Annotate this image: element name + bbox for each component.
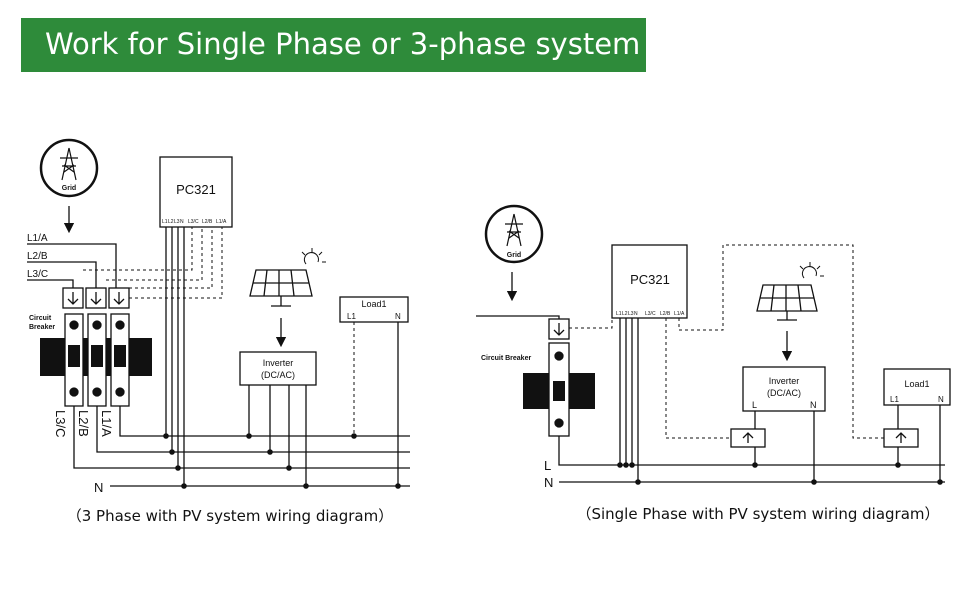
line-label: L2/B [27,251,48,262]
pc321-label: PC321 [176,182,216,197]
line-label: L1/A [27,233,48,244]
bus-label: N [544,475,553,490]
breaker-label: Breaker [29,324,55,331]
solar-panel-icon [249,269,313,307]
terminal-label: L3 [628,311,634,317]
terminal-label: L1 [616,311,622,317]
breaker-output-label: L2/B [76,410,91,437]
line-label: L3/C [27,269,48,280]
load-label: Load1 [904,379,929,389]
ct-clamp-icon [548,318,570,340]
neutral-label: N [94,480,103,495]
load-terminal-label: L1 [890,395,899,404]
terminal-label: L1 [162,219,168,225]
ct-clamp-icon [62,287,130,309]
terminal-label: L1/A [674,311,685,317]
terminal-label: L1/A [216,219,227,225]
terminal-label: L3/C [188,219,199,225]
inverter-terminal-label: L [752,400,757,410]
circuit-breaker [40,313,152,407]
inverter-label: (DC/AC) [767,388,801,398]
terminal-label: N [180,219,184,225]
circuit-breaker [523,342,595,437]
terminal-label: L2/B [660,311,671,317]
left-caption: （3 Phase with PV system wiring diagram） [67,507,393,525]
three-phase-labels: Grid PC321 L1 L2 L3 N L3/C L2/B L1/A L1/… [27,182,401,525]
ct-clamp-icon [730,428,766,448]
pc321-device [159,156,233,228]
inverter-box [239,351,317,386]
breaker-label: Circuit [29,315,52,322]
inverter-label: (DC/AC) [261,370,295,380]
grid-tower-icon [39,138,99,198]
solar-panel-icon [756,284,818,321]
terminal-label: L2 [168,219,174,225]
grid-tower-icon [484,204,544,264]
breaker-label: Circuit Breaker [481,355,531,362]
terminal-label: L2 [622,311,628,317]
load-box [339,296,409,323]
breaker-output-label: L3/C [53,410,68,437]
bus-label: L [544,458,551,473]
grid-label: Grid [507,252,521,259]
single-phase-diagram [476,204,951,485]
pc321-label: PC321 [630,272,670,287]
load-label: Load1 [361,299,386,309]
sun-icon [799,262,824,279]
right-caption: （Single Phase with PV system wiring diag… [576,505,939,523]
terminal-label: L3/C [645,311,656,317]
inverter-label: Inverter [263,358,294,368]
load-box [883,368,951,406]
title-banner: Work for Single Phase or 3-phase system [21,18,646,72]
three-phase-diagram [27,138,410,489]
inverter-label: Inverter [769,376,800,386]
sun-icon [301,248,326,265]
load-terminal-label: L1 [347,312,356,321]
pc321-device [611,244,688,319]
inverter-terminal-label: N [810,400,817,410]
terminal-label: L3 [174,219,180,225]
single-phase-labels: Grid PC321 L1 L2 L3 N L3/C L2/B L1/A Cir… [481,252,944,523]
ct-clamp-icon [883,428,919,448]
inverter-box [742,366,826,412]
terminal-label: L2/B [202,219,213,225]
grid-label: Grid [62,185,76,192]
terminal-label: N [634,311,638,317]
load-terminal-label: N [395,312,401,321]
page-title: Work for Single Phase or 3-phase system [45,27,641,61]
breaker-output-label: L1/A [99,410,114,437]
load-terminal-label: N [938,395,944,404]
